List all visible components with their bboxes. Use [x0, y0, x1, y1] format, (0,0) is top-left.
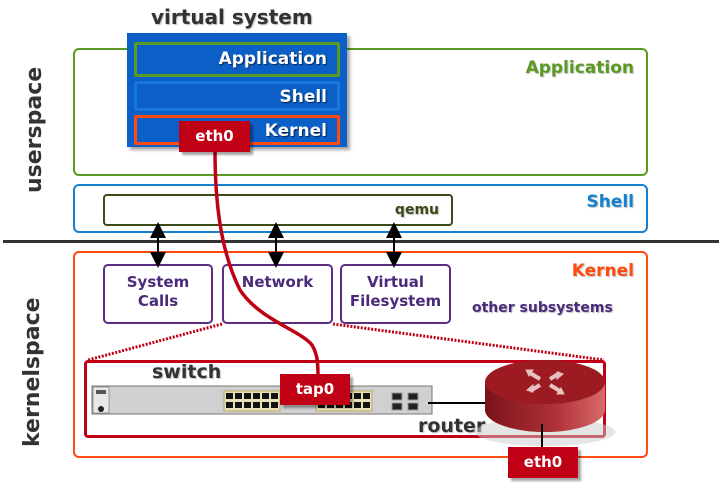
space-divider — [3, 240, 719, 243]
switch-port — [235, 393, 242, 399]
host-kernel-layer: Kernel — [73, 251, 648, 458]
subsystem-label-line1: System — [126, 273, 190, 291]
subsystem-virtual-filesystem: Virtual Filesystem — [340, 264, 451, 324]
subsystem-label-line1: Network — [241, 273, 314, 291]
switch-port — [226, 402, 233, 408]
switch-label: switch — [152, 361, 222, 383]
host-kernel-label: Kernel — [571, 261, 634, 281]
sfp-port — [391, 392, 403, 401]
switch-port — [318, 402, 325, 408]
switch-port — [336, 402, 343, 408]
switch-port — [253, 393, 260, 399]
sfp-port — [407, 402, 419, 411]
switch-port — [271, 402, 278, 408]
zoom-line-right — [332, 322, 605, 362]
router-label: router — [418, 415, 486, 437]
sfp-port — [407, 392, 419, 401]
virtual-system-title: virtual system — [151, 5, 313, 29]
switch-port — [262, 402, 269, 408]
switch-port — [244, 393, 251, 399]
switch-port — [244, 402, 251, 408]
guest-shell-label: Shell — [279, 87, 327, 107]
host-application-layer: Application — [73, 48, 648, 176]
other-subsystems-label: other subsystems — [472, 300, 613, 316]
guest-kernel-label: Kernel — [264, 121, 327, 141]
switch-port — [327, 402, 334, 408]
zoom-line-left — [87, 322, 223, 362]
host-eth0-tag: eth0 — [508, 447, 578, 478]
guest-application-label: Application — [218, 49, 327, 69]
guest-shell-layer: Shell — [134, 81, 340, 111]
guest-network-cable — [213, 149, 320, 379]
switch-port — [363, 402, 370, 408]
host-shell-label: Shell — [586, 192, 634, 212]
switch-port — [354, 393, 361, 399]
sfp-port — [391, 402, 403, 411]
subsystem-label-line2: Calls — [137, 292, 179, 310]
switch-port — [253, 402, 260, 408]
switch-port — [271, 393, 278, 399]
subsystem-label-line2: Filesystem — [349, 292, 442, 310]
host-shell-layer: Shell — [73, 184, 648, 233]
qemu-label: qemu — [394, 202, 439, 218]
switch-port — [235, 402, 242, 408]
switch-port — [345, 402, 352, 408]
subsystem-label-line1: Virtual — [367, 273, 424, 291]
switch-port — [262, 393, 269, 399]
switch-port — [226, 393, 233, 399]
router-icon — [475, 360, 615, 446]
guest-eth0-tag: eth0 — [179, 121, 250, 152]
tap0-tag: tap0 — [280, 374, 350, 405]
host-application-label: Application — [525, 58, 634, 78]
subsystem-system-calls: System Calls — [103, 264, 213, 324]
switch-port — [363, 393, 370, 399]
switch-port — [354, 402, 361, 408]
guest-application-layer: Application — [134, 42, 340, 77]
switch-device — [91, 385, 433, 415]
